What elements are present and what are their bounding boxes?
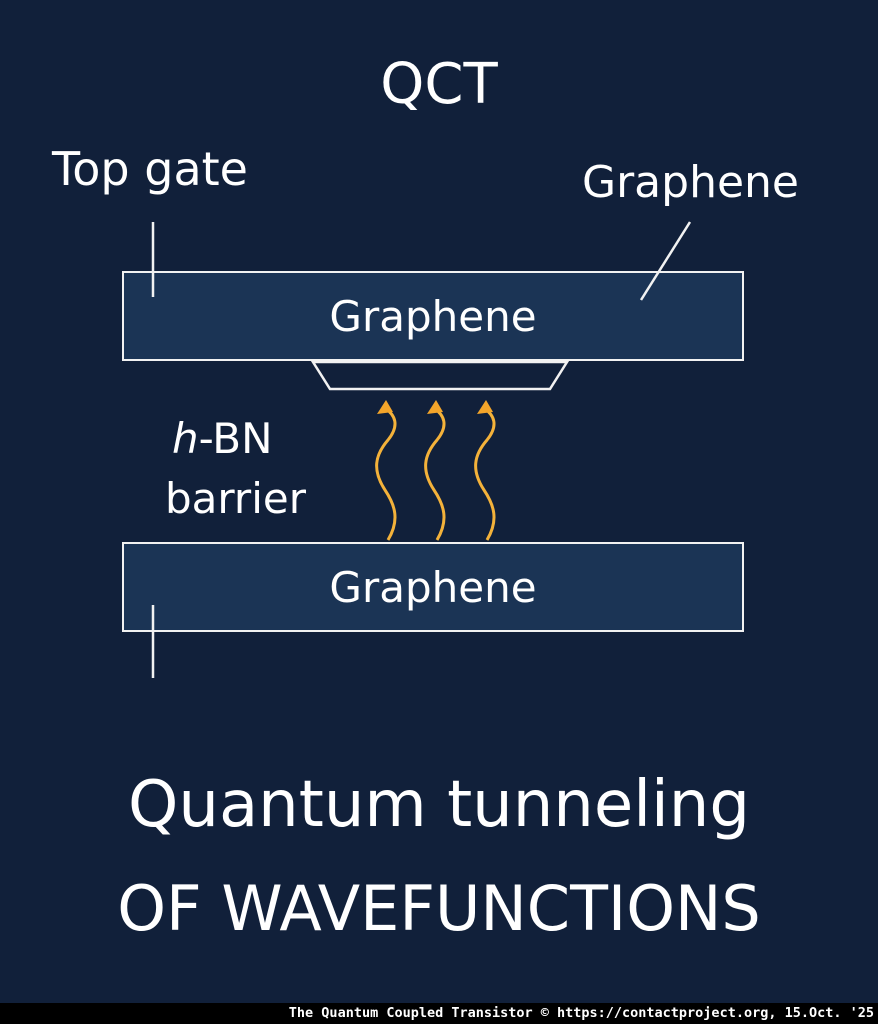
hbn-label: h-BN [172, 414, 273, 463]
arrow-head-3 [477, 400, 493, 414]
top-graphene-layer: Graphene [122, 271, 744, 361]
diagram-title: QCT [380, 52, 498, 117]
arrow-heads [377, 400, 493, 414]
bottom-graphene-layer: Graphene [122, 542, 744, 632]
graphene-callout-label: Graphene [582, 157, 799, 208]
top-gate-label: Top gate [52, 142, 248, 196]
diagram-lines [151, 221, 692, 678]
arrow-head-1 [377, 400, 393, 414]
arrow-head-2 [427, 400, 443, 414]
heading-line-1: Quantum tunneling [128, 768, 750, 842]
copyright-caption: The Quantum Coupled Transistor © https:/… [0, 1003, 878, 1024]
graphene-callout-leader [639, 221, 692, 301]
barrier-label: barrier [165, 474, 306, 523]
gate-contact-trapezoid [310, 360, 570, 391]
hbn-italic: h [172, 414, 199, 463]
heading-line-2: OF WAVEFUNCTIONS [117, 872, 761, 945]
top-graphene-label: Graphene [329, 291, 537, 341]
tunneling-arrow-2 [424, 406, 446, 541]
bottom-graphene-label: Graphene [329, 562, 537, 612]
tunneling-arrows [375, 406, 496, 541]
tunneling-arrow-1 [375, 406, 397, 541]
tunneling-arrow-3 [474, 406, 496, 541]
